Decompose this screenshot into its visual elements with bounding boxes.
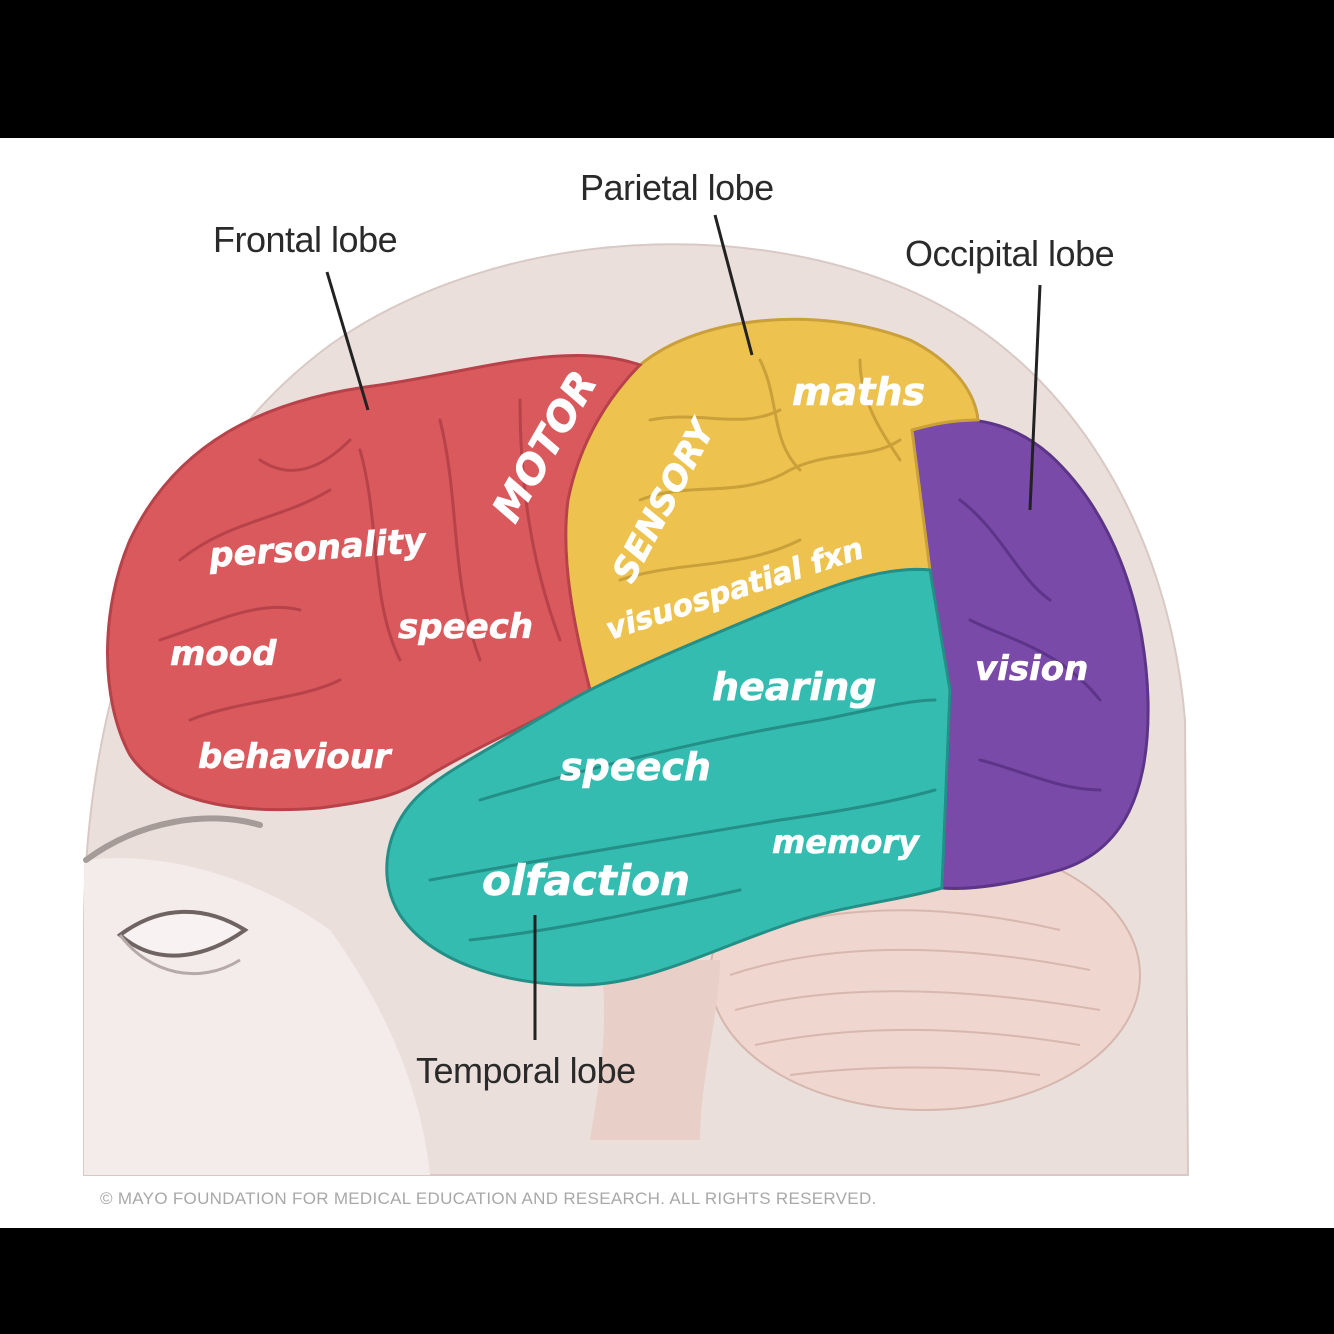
eyebrow (83, 815, 263, 863)
annotation-behaviour: behaviour (198, 737, 393, 777)
copyright-notice: © MAYO FOUNDATION FOR MEDICAL EDUCATION … (100, 1189, 877, 1208)
frontal-gyri (158, 398, 562, 722)
annotation-vision: vision (975, 649, 1088, 689)
frontal-lobe (106, 353, 643, 812)
eye (116, 909, 249, 958)
annotation-mood: mood (170, 634, 277, 674)
occipital-pointer (1028, 284, 1042, 511)
frontal-pointer (325, 271, 370, 411)
annotation-speech-frontal: speech (398, 607, 533, 647)
pointer-lines (325, 214, 1042, 1040)
brain-stem (590, 960, 720, 1140)
frontal-lobe-label: Frontal lobe (213, 219, 397, 260)
temporal-lobe-label: Temporal lobe (416, 1050, 636, 1091)
parietal-lobe-label: Parietal lobe (580, 167, 774, 208)
parietal-pointer (713, 214, 754, 356)
temporal-lobe (385, 567, 952, 987)
eye-lid (118, 934, 241, 976)
annotation-maths: maths (792, 370, 925, 414)
parietal-gyri (618, 358, 902, 582)
annotation-olfaction: olfaction (482, 856, 690, 905)
annotation-memory: memory (772, 823, 920, 861)
occipital-gyri (958, 498, 1102, 792)
annotation-hearing: hearing (712, 665, 877, 709)
annotation-speech-temporal: speech (560, 745, 711, 789)
occipital-lobe-label: Occipital lobe (905, 233, 1114, 274)
occipital-lobe (910, 418, 1150, 890)
temporal-gyri (428, 698, 937, 942)
